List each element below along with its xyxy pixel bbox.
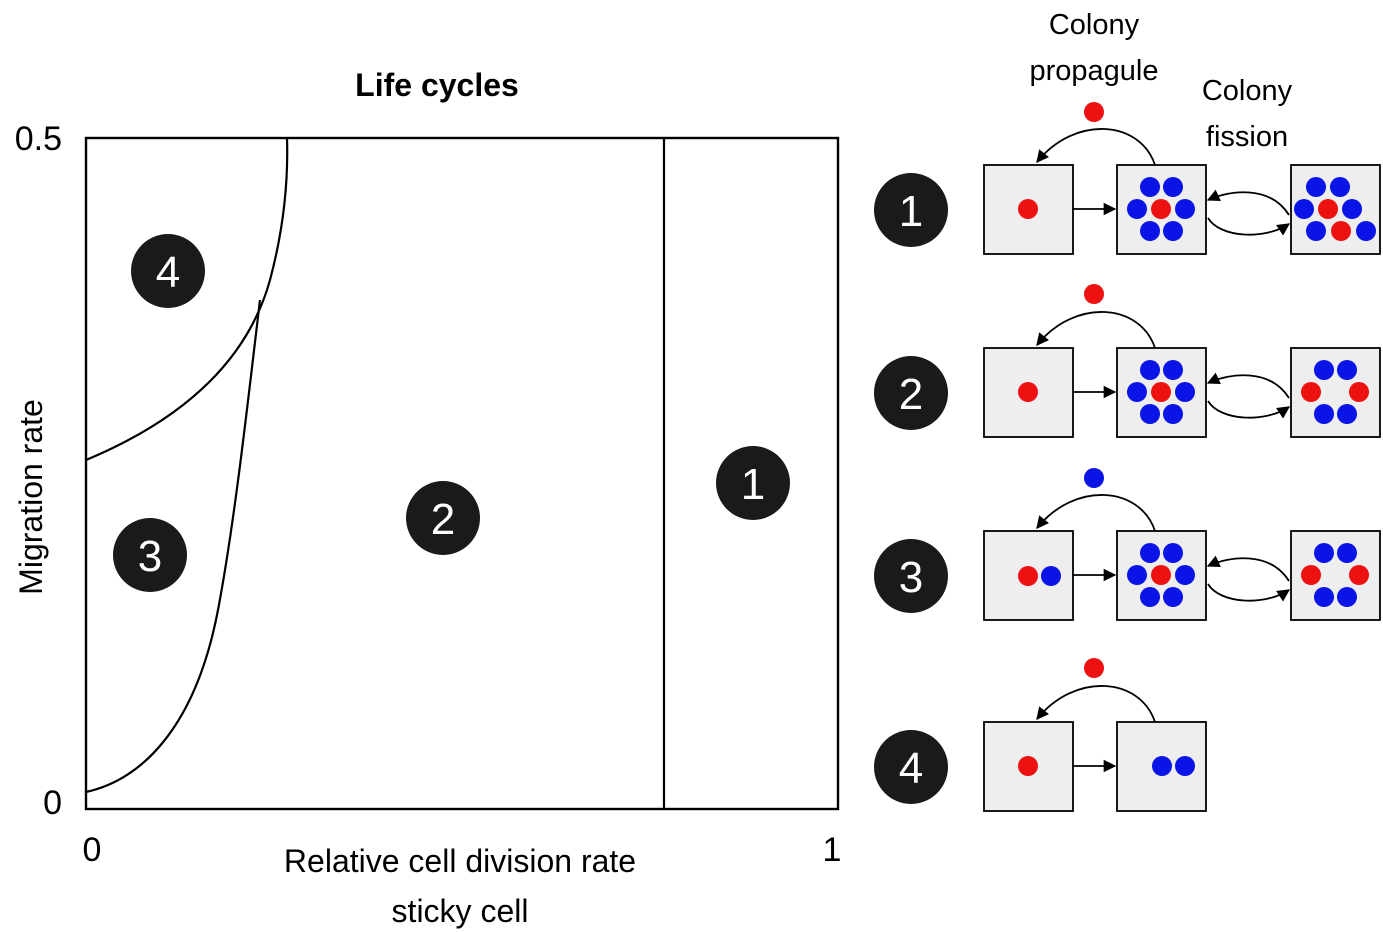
colony-cells: [1127, 177, 1195, 241]
row-badge: [874, 173, 948, 247]
colony-cells: [1127, 360, 1195, 424]
x-tick-right: 1: [823, 831, 842, 869]
header-propagule-line1: Colony: [1049, 9, 1140, 41]
red-cell: [1018, 199, 1038, 219]
fission-cells: [1294, 177, 1376, 241]
red-cell: [1018, 382, 1038, 402]
svg-text:2: 2: [431, 495, 455, 544]
propagule-arrow: [1036, 311, 1156, 349]
propagule-cell: [1084, 284, 1104, 304]
fission-cells: [1301, 360, 1369, 424]
red-cell: [1018, 756, 1038, 776]
y-tick-top: 0.5: [15, 120, 62, 158]
svg-text:1: 1: [741, 460, 765, 509]
red-cell: [1018, 566, 1038, 586]
propagule-arrow: [1036, 128, 1156, 166]
header-fission-line1: Colony: [1202, 75, 1293, 107]
scheme-row-2: 2: [874, 284, 1381, 438]
propagule-arrow: [1036, 494, 1156, 532]
y-axis-label: Migration rate: [13, 399, 49, 595]
phase-diagram: Life cycles 0.5 0 0 1 Relative cell divi…: [13, 67, 841, 929]
fission-cells: [1301, 543, 1369, 607]
x-axis-label-line2: sticky cell: [392, 893, 529, 929]
header-propagule-line2: propagule: [1030, 55, 1159, 87]
header-fission-line2: fission: [1206, 121, 1288, 153]
life-cycle-schemes: Colony propagule Colony fission 1: [874, 9, 1381, 812]
boundary-curve-3: [85, 299, 262, 794]
region-badge-1: 1: [716, 446, 790, 520]
propagule-cell: [1084, 658, 1104, 678]
blue-cell: [1041, 566, 1061, 586]
plot-frame: [84, 136, 840, 811]
propagule-cell: [1084, 102, 1104, 122]
fission-arrow-forward: [1207, 400, 1291, 419]
row-badge: [874, 730, 948, 804]
row-badge: [874, 539, 948, 613]
plot-title: Life cycles: [355, 67, 519, 103]
colony-cells: [1127, 543, 1195, 607]
fission-arrow-forward: [1207, 583, 1291, 602]
single-cell-box: [983, 164, 1074, 255]
x-axis-label-line1: Relative cell division rate: [284, 843, 636, 879]
scheme-row-3: 3: [874, 468, 1381, 621]
row-badge-label: 4: [899, 744, 923, 793]
row-badge: [874, 356, 948, 430]
svg-text:4: 4: [156, 248, 180, 297]
colony-cells: [1152, 756, 1195, 776]
row-badge-label: 2: [899, 370, 923, 419]
region-badge-2: 2: [406, 481, 480, 555]
row-badge-label: 1: [899, 187, 923, 236]
fission-arrow-back: [1206, 189, 1290, 216]
fission-arrow-forward: [1207, 217, 1291, 236]
svg-text:3: 3: [138, 532, 162, 581]
region-badge-3: 3: [113, 518, 187, 592]
fission-arrow-back: [1206, 555, 1290, 582]
region-badge-4: 4: [131, 234, 205, 308]
boundary-curve-4: [85, 137, 289, 462]
x-tick-left: 0: [83, 831, 102, 869]
scheme-row-1: 1: [874, 102, 1381, 255]
scheme-row-4: 4: [874, 658, 1207, 812]
propagule-arrow: [1036, 685, 1156, 723]
propagule-cell: [1084, 468, 1104, 488]
fission-arrow-back: [1206, 372, 1290, 399]
y-tick-bottom: 0: [43, 784, 62, 822]
row-badge-label: 3: [899, 553, 923, 602]
